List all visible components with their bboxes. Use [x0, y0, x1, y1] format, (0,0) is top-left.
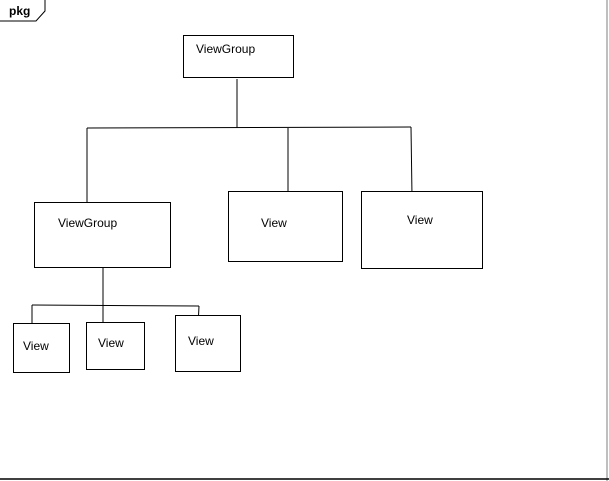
node-view-mid-label: View — [261, 216, 287, 230]
node-view-right: View — [361, 191, 483, 269]
node-leaf-view-2: View — [86, 322, 145, 370]
node-leaf-view-3: View — [175, 315, 241, 372]
node-leaf-2-label: View — [98, 336, 124, 350]
node-child-viewgroup: ViewGroup — [34, 202, 171, 268]
node-leaf-view-1: View — [13, 323, 70, 373]
node-root-label: ViewGroup — [196, 42, 256, 56]
package-tab-label: pkg — [9, 4, 31, 18]
node-child-group-label: ViewGroup — [58, 216, 118, 230]
node-leaf-3-label: View — [188, 334, 214, 348]
connector-level1-bar — [86, 126, 412, 129]
node-view-mid: View — [228, 191, 343, 262]
node-root-viewgroup: ViewGroup — [183, 35, 294, 78]
node-leaf-1-label: View — [23, 339, 49, 353]
package-frame-tab — [0, 0, 46, 22]
node-view-right-label: View — [407, 213, 433, 227]
connector-level2-bar — [31, 304, 200, 307]
connector-to-view-right — [410, 126, 413, 197]
